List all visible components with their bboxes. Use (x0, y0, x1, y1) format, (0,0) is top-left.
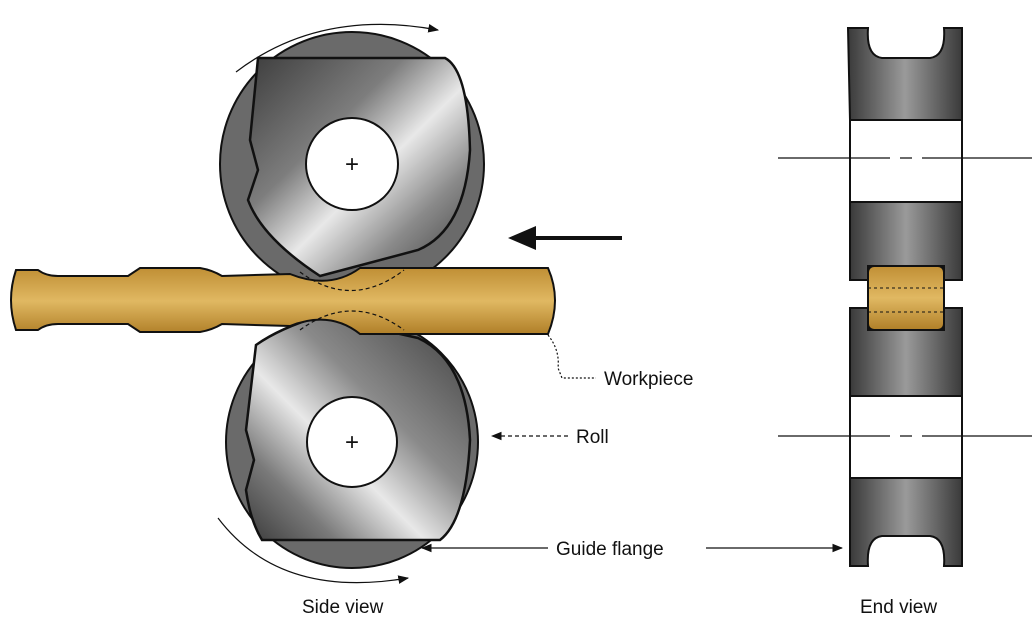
workpiece-label: Workpiece (604, 369, 693, 390)
end-view-rolls (778, 27, 1032, 567)
lower-rotation-arrow (217, 517, 410, 584)
feed-direction-arrow (508, 226, 622, 250)
guide-flange-label: Guide flange (556, 539, 664, 560)
side-view-caption: Side view (302, 597, 384, 618)
upper-rotation-arrow (235, 23, 440, 73)
workpiece (10, 267, 556, 335)
upper-roll-center-mark: + (345, 151, 359, 178)
workpiece-leader (547, 334, 596, 379)
lower-roll: + (225, 314, 479, 569)
lower-roll-center-mark: + (345, 429, 359, 456)
end-view-workpiece (867, 265, 945, 331)
upper-roll: + (219, 31, 485, 297)
end-view-caption: End view (860, 597, 937, 618)
roll-label: Roll (576, 427, 609, 448)
